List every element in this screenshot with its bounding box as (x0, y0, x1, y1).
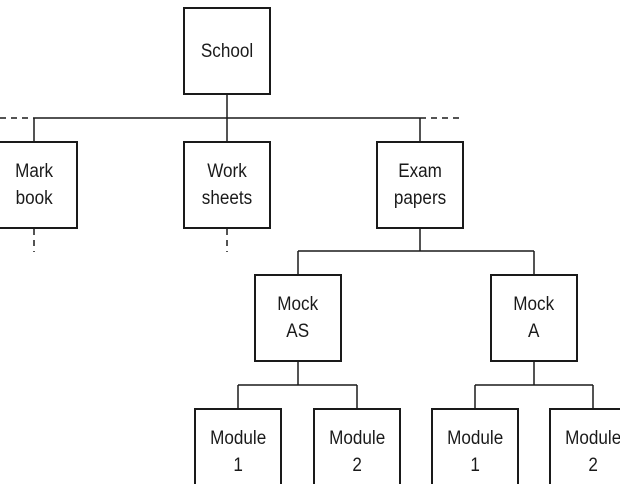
node-school-label: School (200, 40, 254, 62)
node-as-module-2-label: Module 2 (328, 428, 386, 476)
node-as-module-1[interactable]: Module 1 (194, 408, 282, 484)
node-school[interactable]: School (183, 7, 271, 95)
node-work-sheets-label: Work sheets (201, 161, 253, 209)
node-mock-a[interactable]: Mock A (490, 274, 578, 362)
node-exam-papers[interactable]: Exam papers (376, 141, 464, 229)
node-as-module-1-label: Module 1 (209, 428, 267, 476)
node-mock-as[interactable]: Mock AS (254, 274, 342, 362)
node-a-module-2-label: Module 2 (564, 428, 620, 476)
node-work-sheets[interactable]: Work sheets (183, 141, 271, 229)
node-a-module-1[interactable]: Module 1 (431, 408, 519, 484)
node-as-module-2[interactable]: Module 2 (313, 408, 401, 484)
node-mark-book-label: Mark book (14, 161, 53, 209)
node-mock-a-label: Mock A (513, 294, 555, 342)
node-mark-book[interactable]: Mark book (0, 141, 78, 229)
node-exam-papers-label: Exam papers (393, 161, 447, 209)
node-a-module-2[interactable]: Module 2 (549, 408, 620, 484)
node-a-module-1-label: Module 1 (446, 428, 504, 476)
node-mock-as-label: Mock AS (277, 294, 319, 342)
